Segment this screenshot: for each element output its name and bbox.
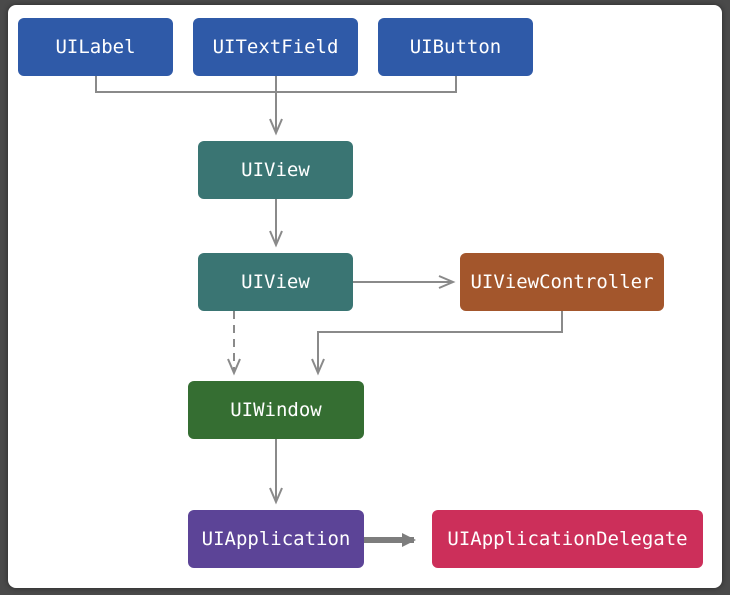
uibutton-node: UIButton [378,18,533,76]
uiapplicationdelegate-node: UIApplicationDelegate [432,510,703,568]
uiview-bottom-node: UIView [198,253,353,311]
uiwindow-node: UIWindow [188,381,364,439]
connector-uiviewcontroller-to-uiwindow [311,311,563,376]
uiview-top-node: UIView [198,141,353,199]
uiviewcontroller-node: UIViewController [460,253,664,311]
uitextfield-node: UITextField [193,18,358,76]
uiapplication-node: UIApplication [188,510,364,568]
uilabel-node: UILabel [18,18,173,76]
